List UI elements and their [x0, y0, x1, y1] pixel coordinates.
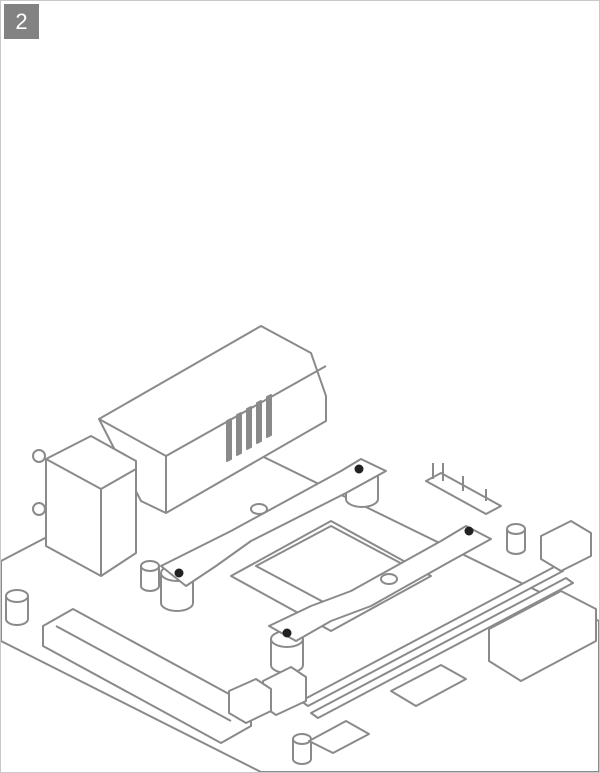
- sata-connectors: [390, 664, 467, 707]
- step-number-badge: 2: [4, 4, 39, 39]
- eps-connector: [540, 520, 592, 572]
- heatsink-fins: [226, 394, 272, 462]
- vrm-heatsink: [98, 325, 327, 514]
- front-panel-header: [308, 720, 370, 754]
- memory-slot-2: [310, 577, 574, 719]
- atx-power-connector: [488, 590, 597, 682]
- audio-header: [228, 678, 272, 724]
- mounting-bracket-left: [160, 458, 387, 587]
- fan-headers: [425, 472, 502, 515]
- mounting-bracket-right: [268, 525, 492, 642]
